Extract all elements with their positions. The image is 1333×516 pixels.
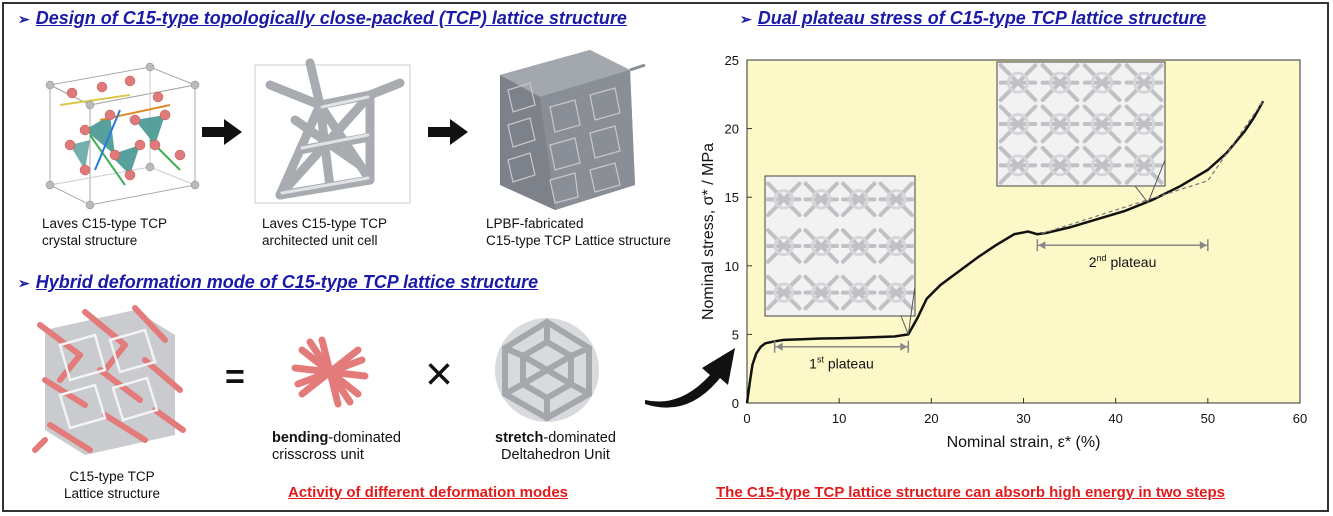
- plateau2-arrowhead-right: [1199, 241, 1207, 250]
- second-plateau-inset-image: [996, 61, 1166, 187]
- dual-plateau-section-title: ➢Dual plateau stress of C15-type TCP lat…: [740, 8, 1207, 28]
- y-tick-label: 25: [725, 53, 739, 68]
- plateau2-label: 2nd plateau: [1089, 253, 1157, 270]
- bending-unit-caption: bending-dominated crisscross unit: [272, 430, 401, 463]
- inset1-leader: [900, 315, 909, 335]
- y-tick-label: 10: [725, 259, 739, 274]
- design-illustrations: [45, 50, 646, 210]
- inset1-leader: [907, 285, 916, 335]
- design-section-title: ➢Design of C15-type topologically close-…: [18, 8, 627, 28]
- hybrid-section-title: ➢Hybrid deformation mode of C15-type TCP…: [18, 272, 539, 292]
- hybrid-lattice-image: [32, 305, 186, 455]
- hybrid-illustrations: = ×: [32, 305, 599, 455]
- y-tick-label: 20: [725, 122, 739, 137]
- bullet-arrow-icon: ➢: [18, 11, 30, 27]
- plateau2-arrowhead-left: [1038, 241, 1046, 250]
- y-tick-label: 0: [732, 396, 739, 411]
- equals-sign: =: [225, 358, 245, 396]
- energy-absorption-note: The C15-type TCP lattice structure can a…: [716, 484, 1226, 501]
- y-axis-label: Nominal stress, σ* / MPa: [700, 143, 717, 320]
- x-tick-label: 60: [1293, 411, 1307, 426]
- deformation-modes-note: Activity of different deformation modes: [288, 484, 569, 501]
- right-arrow-icon: [202, 119, 242, 145]
- x-tick-label: 30: [1016, 411, 1030, 426]
- inset2-leader: [1134, 185, 1149, 203]
- x-axis-label: Nominal strain, ε* (%): [947, 434, 1101, 451]
- plateau1-arrowhead-right: [900, 342, 908, 351]
- times-sign: ×: [425, 348, 453, 401]
- plateau1-label: 1st plateau: [809, 355, 874, 372]
- right-arrow-icon: [428, 119, 468, 145]
- bullet-arrow-icon: ➢: [18, 275, 30, 291]
- curved-arrow-icon: [645, 348, 735, 408]
- architected-unit-cell-image: [254, 58, 411, 204]
- y-tick-label: 15: [725, 190, 739, 205]
- inset2-leader: [1147, 159, 1166, 203]
- stretch-unit-caption: stretch-dominated Deltahedron Unit: [495, 430, 616, 463]
- extrapolated-curve: [1041, 100, 1264, 235]
- x-tick-label: 50: [1201, 411, 1215, 426]
- x-tick-label: 10: [832, 411, 846, 426]
- y-tick-label: 5: [732, 327, 739, 342]
- crisscross-unit-image: [291, 336, 369, 408]
- crystal-structure-image: [45, 62, 200, 210]
- stress-strain-chart: 0 10 20 30 40 50 60 0 5 10 15 20 25 1st plateau 2nd p…: [700, 53, 1307, 451]
- stress-strain-curve: [745, 100, 1265, 404]
- plateau1-arrowhead-left: [775, 342, 783, 351]
- lpbf-lattice-image: [500, 50, 646, 210]
- deltahedron-unit-image: [495, 318, 599, 422]
- bullet-arrow-icon: ➢: [740, 11, 752, 27]
- first-plateau-inset-image: [764, 175, 916, 317]
- x-tick-label: 40: [1108, 411, 1122, 426]
- x-tick-label: 0: [743, 411, 750, 426]
- x-tick-label: 20: [924, 411, 938, 426]
